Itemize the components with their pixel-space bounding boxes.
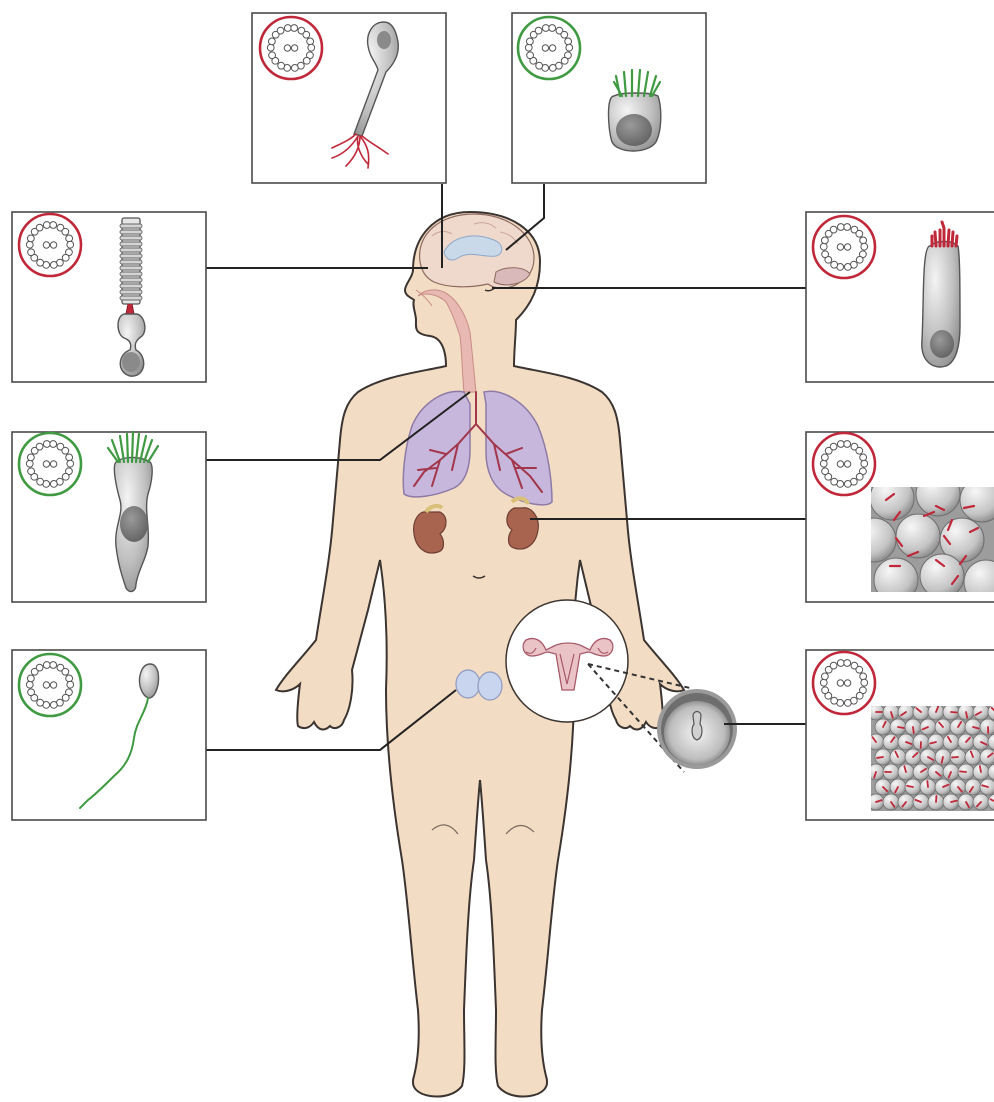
left-kidney [414, 512, 446, 553]
panel-kidney-tubule [806, 432, 994, 604]
panel-ependymal [512, 13, 706, 183]
axoneme-ring-icon [813, 433, 875, 495]
axoneme-ring-icon [518, 17, 580, 79]
axoneme-ring-icon [813, 216, 875, 278]
axoneme-ring-icon [19, 433, 81, 495]
panel-photoreceptor [12, 212, 206, 382]
axoneme-ring-icon [19, 214, 81, 276]
panel-neuron [252, 13, 446, 183]
panel-embryonic-node [806, 650, 994, 820]
uterus-inset [506, 600, 628, 722]
axoneme-ring-icon [813, 652, 875, 714]
axoneme-ring-icon [19, 654, 81, 716]
axoneme-ring-icon [260, 17, 322, 79]
panel-hair-cell [806, 212, 994, 382]
nodal-cells [868, 704, 994, 810]
panel-sperm [12, 650, 206, 820]
connecting-cilium [126, 304, 134, 314]
panel-airway-epithelium [12, 432, 206, 602]
